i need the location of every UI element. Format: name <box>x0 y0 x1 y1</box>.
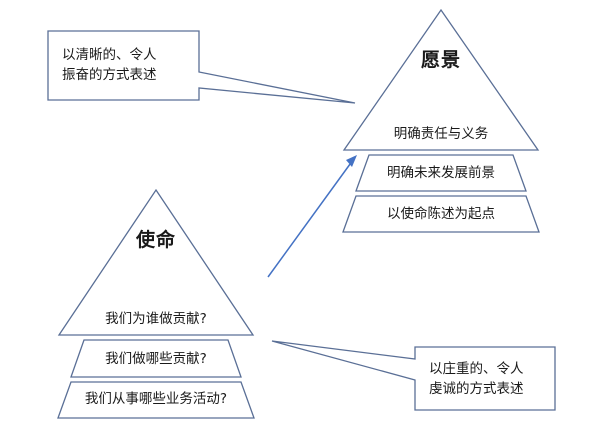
vision-callout-border <box>47 30 356 104</box>
vision-pyramid-band-2-label: 明确未来发展前景 <box>387 165 495 182</box>
mission-pyramid-band-3-label: 我们从事哪些业务活动? <box>84 391 228 408</box>
vision-pyramid-tier-3[interactable] <box>342 195 540 233</box>
arrow-shaft <box>267 159 354 278</box>
mission-pyramid-tier-3[interactable] <box>57 381 255 419</box>
vision-callout-shape[interactable] <box>47 30 356 104</box>
mission-pyramid-tier-1[interactable] <box>57 188 255 336</box>
vision-pyramid-tier-2[interactable] <box>355 154 527 192</box>
arrow-head-icon <box>346 155 357 167</box>
vision-pyramid-title: 愿景 <box>420 48 462 71</box>
mission-callout-border <box>271 340 556 411</box>
mission-to-vision-arrow[interactable] <box>267 155 357 278</box>
mission-pyramid-band-1-label: 我们为谁做贡献? <box>105 311 207 328</box>
mission-pyramid-band-2-label: 我们做哪些贡献? <box>105 351 207 368</box>
vision-pyramid-band-1-label: 明确责任与义务 <box>393 126 489 143</box>
vision-pyramid-shapes[interactable] <box>342 8 540 233</box>
mission-pyramid-shapes[interactable] <box>57 188 255 419</box>
vision-pyramid-tier-1[interactable] <box>342 8 540 151</box>
mission-pyramid-title: 使命 <box>135 228 177 251</box>
mission-callout-shape[interactable] <box>271 340 556 411</box>
vision-callout-text: 以清晰的、令人 振奋的方式表述 <box>62 47 157 83</box>
vision-pyramid-band-3-label: 以使命陈述为起点 <box>387 206 495 223</box>
mission-callout-text: 以庄重的、令人 虔诚的方式表述 <box>429 361 524 397</box>
mission-pyramid-tier-2[interactable] <box>70 339 242 378</box>
